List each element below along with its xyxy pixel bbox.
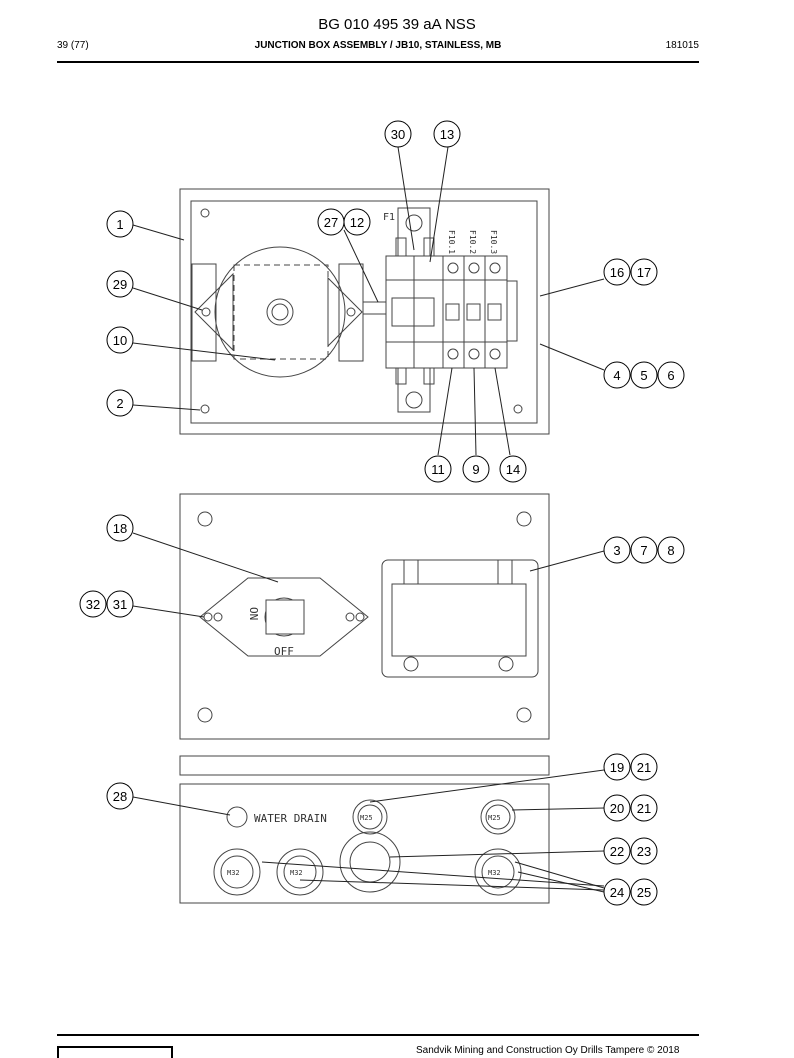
switch-off-label: OFF (274, 645, 294, 658)
callout-4: 4 (603, 361, 631, 389)
callout-21: 21 (630, 794, 658, 822)
svg-text:25: 25 (637, 885, 651, 900)
svg-text:7: 7 (640, 543, 647, 558)
svg-text:4: 4 (613, 368, 620, 383)
svg-text:2: 2 (116, 396, 123, 411)
front-view (179, 493, 550, 740)
fuse-f10-2-label: F10.2 (468, 230, 477, 254)
callout-1: 1 (106, 210, 134, 238)
fuse-f10-3-label: F10.3 (489, 230, 498, 254)
svg-text:22: 22 (610, 844, 624, 859)
callout-3: 3 (603, 536, 631, 564)
callout-24: 24 (603, 878, 631, 906)
callout-27: 27 (317, 208, 345, 236)
callout-2: 2 (106, 389, 134, 417)
callout-10: 10 (106, 326, 134, 354)
callout-8: 8 (657, 536, 685, 564)
callout-20: 20 (603, 794, 631, 822)
header-rule (57, 61, 699, 63)
gland-m32-label: M32 (488, 869, 501, 877)
svg-text:5: 5 (640, 368, 647, 383)
callout-30: 30 (384, 120, 412, 148)
svg-text:31: 31 (113, 597, 127, 612)
callout-32: 32 (79, 590, 107, 618)
svg-text:11: 11 (431, 462, 445, 477)
page-number: 39 (77) (57, 40, 89, 51)
inner-view (179, 188, 550, 435)
svg-text:32: 32 (86, 597, 100, 612)
callout-31: 31 (106, 590, 134, 618)
gland-m32-label: M32 (227, 869, 240, 877)
fuse-f1-label: F1 (383, 212, 395, 223)
bottom-view (179, 755, 550, 904)
svg-text:8: 8 (667, 543, 674, 558)
svg-text:21: 21 (637, 801, 651, 816)
footer-copyright: Sandvik Mining and Construction Oy Drill… (416, 1045, 680, 1056)
svg-text:29: 29 (113, 277, 127, 292)
footer-rule (57, 1034, 699, 1036)
svg-text:20: 20 (610, 801, 624, 816)
callout-13: 13 (433, 120, 461, 148)
gland-m25-label: M25 (488, 814, 501, 822)
document-title: BG 010 495 39 aA NSS (318, 16, 476, 33)
callout-12: 12 (343, 208, 371, 236)
svg-text:1: 1 (116, 217, 123, 232)
callout-9: 9 (462, 455, 490, 483)
callout-14: 14 (499, 455, 527, 483)
svg-text:13: 13 (440, 127, 454, 142)
callout-18: 18 (106, 514, 134, 542)
leader-lines (132, 146, 605, 893)
svg-text:9: 9 (472, 462, 479, 477)
svg-text:6: 6 (667, 368, 674, 383)
svg-text:24: 24 (610, 885, 624, 900)
svg-text:14: 14 (506, 462, 520, 477)
document-code: 181015 (665, 40, 699, 51)
svg-text:23: 23 (637, 844, 651, 859)
sandvik-logo (57, 1046, 173, 1058)
callout-5: 5 (630, 361, 658, 389)
callout-16: 16 (603, 258, 631, 286)
callout-29: 29 (106, 270, 134, 298)
svg-text:12: 12 (350, 215, 364, 230)
callout-11: 11 (424, 455, 452, 483)
callout-23: 23 (630, 837, 658, 865)
svg-text:28: 28 (113, 789, 127, 804)
gland-m32-label: M32 (290, 869, 303, 877)
header-row: 39 (77) JUNCTION BOX ASSEMBLY / JB10, ST… (57, 40, 699, 54)
svg-text:17: 17 (637, 265, 651, 280)
callout-17: 17 (630, 258, 658, 286)
callout-28: 28 (106, 782, 134, 810)
callout-19: 19 (603, 753, 631, 781)
fuse-f10-1-label: F10.1 (447, 230, 456, 254)
switch-on-label: ON (247, 607, 260, 620)
svg-text:18: 18 (113, 521, 127, 536)
callout-25: 25 (630, 878, 658, 906)
svg-text:21: 21 (637, 760, 651, 775)
gland-m25-label: M25 (360, 814, 373, 822)
svg-text:19: 19 (610, 760, 624, 775)
svg-text:10: 10 (113, 333, 127, 348)
callout-21: 21 (630, 753, 658, 781)
callout-22: 22 (603, 837, 631, 865)
callout-7: 7 (630, 536, 658, 564)
svg-text:27: 27 (324, 215, 338, 230)
section-title: JUNCTION BOX ASSEMBLY / JB10, STAINLESS,… (254, 40, 502, 51)
water-drain-label: WATER DRAIN (254, 812, 327, 825)
svg-text:30: 30 (391, 127, 405, 142)
callout-6: 6 (657, 361, 685, 389)
svg-text:3: 3 (613, 543, 620, 558)
svg-text:16: 16 (610, 265, 624, 280)
